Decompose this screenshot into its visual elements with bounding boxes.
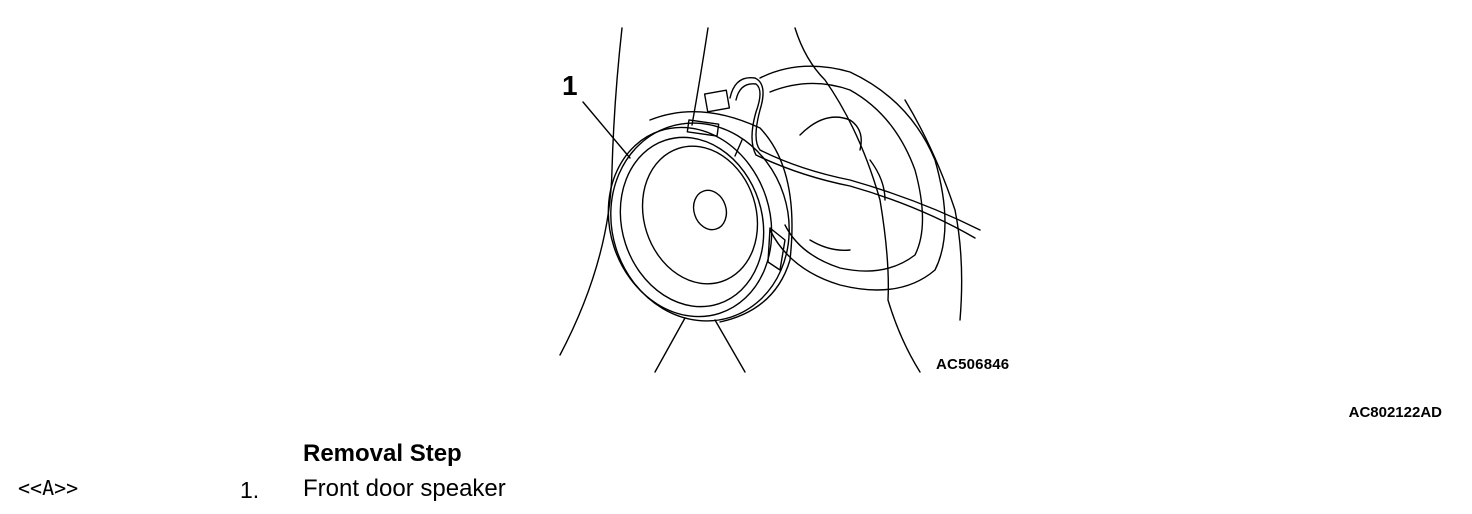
reference-marker: <<A>> [18,476,79,500]
speaker-illustration [559,27,981,373]
speaker-connector-tab [686,119,720,137]
step-label: Front door speaker [303,475,506,502]
bracket-slot [799,116,862,151]
door-panel-line [794,27,921,373]
door-panel-line [559,27,623,356]
removal-steps-title: Removal Step [303,440,462,467]
mounting-bracket [769,82,924,272]
figure-code: AC506846 [936,356,1010,373]
wire-harness [729,76,981,231]
speaker-rim-side [734,139,743,157]
wire-harness [735,83,976,239]
speaker-rim-front [607,126,773,318]
door-panel-line [691,27,709,126]
door-panel-line [904,99,963,321]
step-number: 1. [240,477,260,503]
speaker-cone [641,145,759,285]
speaker-clip [767,227,786,271]
mounting-bracket [759,65,946,291]
speaker-rim-side [649,111,793,323]
wire-connector [703,89,731,113]
door-panel-line [654,317,686,373]
speaker-rim-inner [619,136,765,308]
callout-leader-line [582,101,631,159]
speaker-rim-outer [610,122,790,322]
door-panel-line [714,319,746,373]
speaker-dustcap [692,189,728,231]
bracket-slot [809,239,851,251]
callout-number: 1 [562,70,578,101]
document-code: AC802122AD [1348,404,1442,421]
